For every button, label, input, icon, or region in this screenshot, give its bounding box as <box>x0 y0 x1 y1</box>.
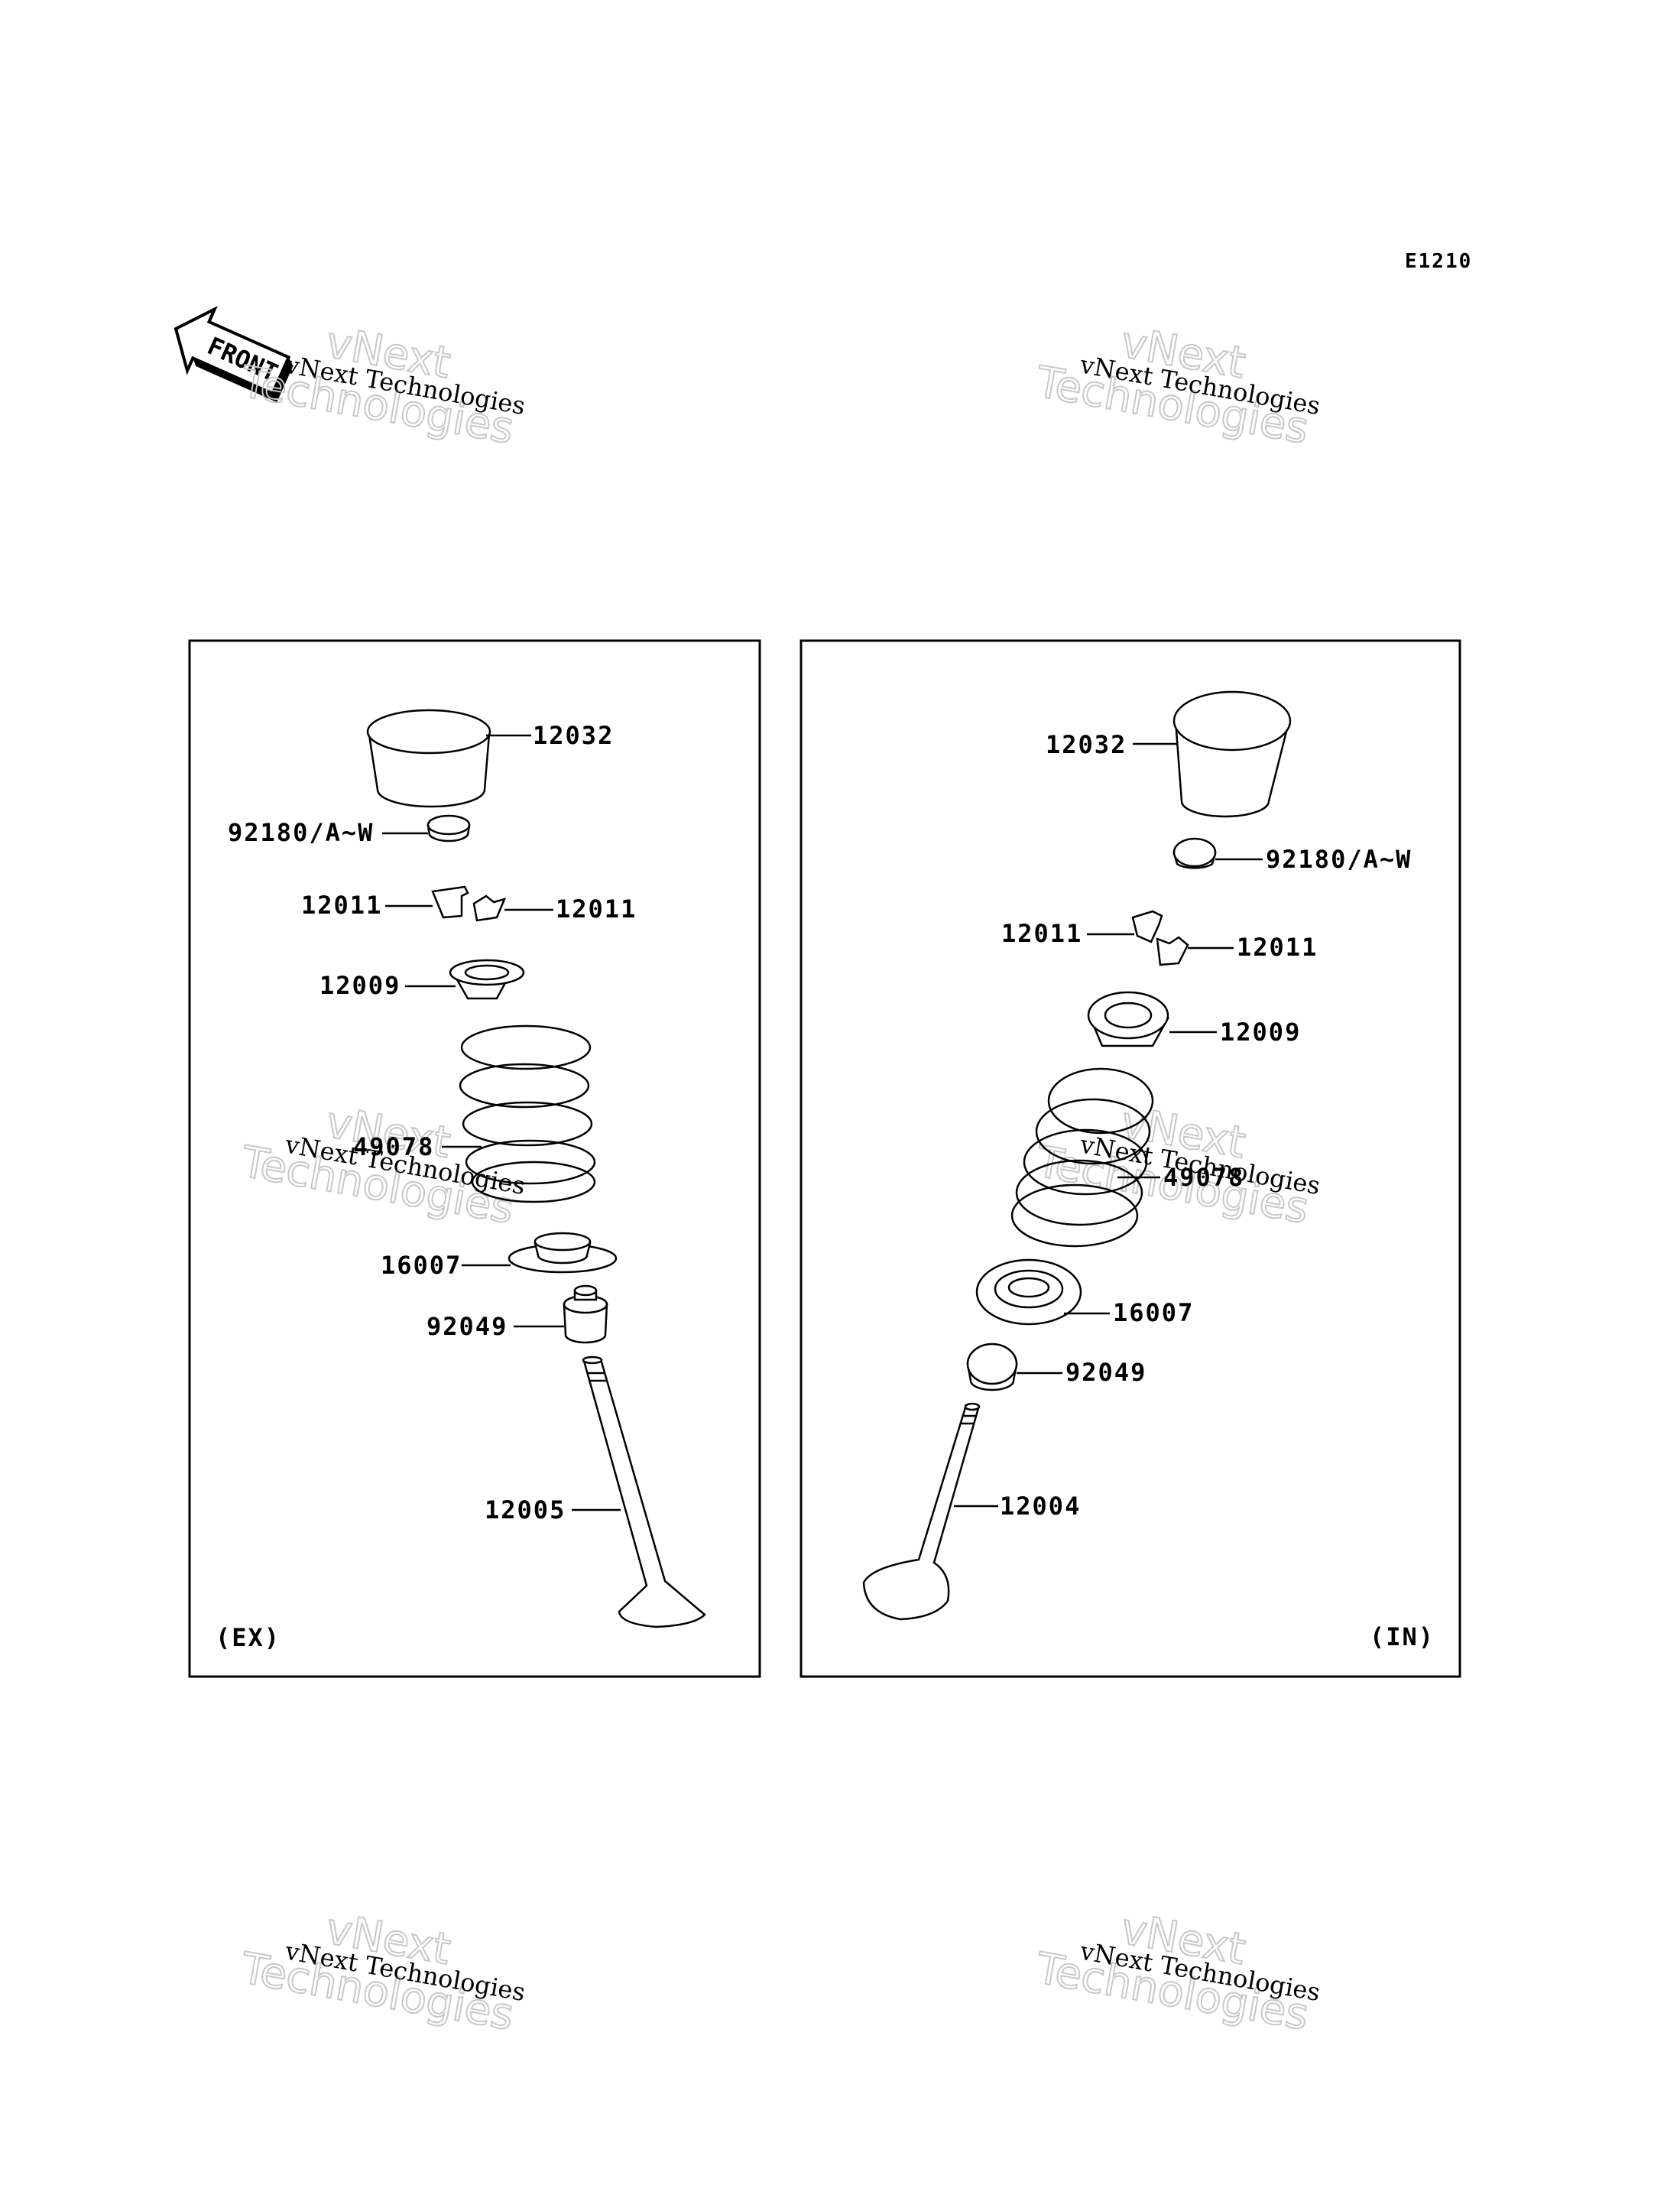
seal-part <box>966 1343 1018 1391</box>
label-spring: 49078 <box>1163 1163 1244 1192</box>
label-spring-seat: 16007 <box>1113 1298 1194 1327</box>
tappet-part <box>366 709 491 808</box>
intake-panel: 12032 92180/A~W 12011 12011 12009 <box>799 639 1461 1678</box>
label-valve: 12004 <box>1000 1492 1081 1521</box>
label-retainer-right: 12011 <box>1237 933 1318 962</box>
label-spring: 49078 <box>353 1132 434 1161</box>
spring-part <box>1010 1067 1154 1248</box>
panel-tag: (EX) <box>216 1623 281 1652</box>
shim-part <box>426 814 471 843</box>
shim-part <box>1172 837 1217 869</box>
tappet-part <box>1172 690 1292 818</box>
label-tappet: 12032 <box>533 721 614 750</box>
label-tappet: 12032 <box>1046 730 1127 759</box>
seal-part <box>563 1284 608 1344</box>
spring-cap-part <box>449 959 525 1000</box>
label-seal: 92049 <box>426 1312 508 1341</box>
label-shim: 92180/A~W <box>228 818 374 847</box>
label-spring-cap: 12009 <box>1220 1018 1301 1047</box>
label-retainer-right: 12011 <box>556 894 637 924</box>
label-seal: 92049 <box>1065 1358 1146 1387</box>
label-spring-seat: 16007 <box>381 1251 462 1280</box>
spring-part <box>459 1024 596 1203</box>
exhaust-panel: 12032 92180/A~W 12011 12011 12009 <box>188 639 761 1678</box>
retainer-part <box>1131 910 1189 966</box>
diagram-code: E1210 <box>1405 250 1472 273</box>
label-valve: 12005 <box>485 1495 566 1524</box>
label-retainer-left: 12011 <box>1001 919 1082 948</box>
label-spring-cap: 12009 <box>319 971 401 1000</box>
spring-seat-part <box>975 1258 1082 1326</box>
valve-part <box>862 1402 981 1621</box>
panel-tag: (IN) <box>1370 1622 1435 1651</box>
retainer-part <box>431 885 507 922</box>
label-retainer-left: 12011 <box>301 891 382 920</box>
label-shim: 92180/A~W <box>1266 845 1412 874</box>
valve-part <box>582 1355 706 1628</box>
spring-seat-part <box>508 1232 618 1274</box>
spring-cap-part <box>1087 991 1170 1047</box>
